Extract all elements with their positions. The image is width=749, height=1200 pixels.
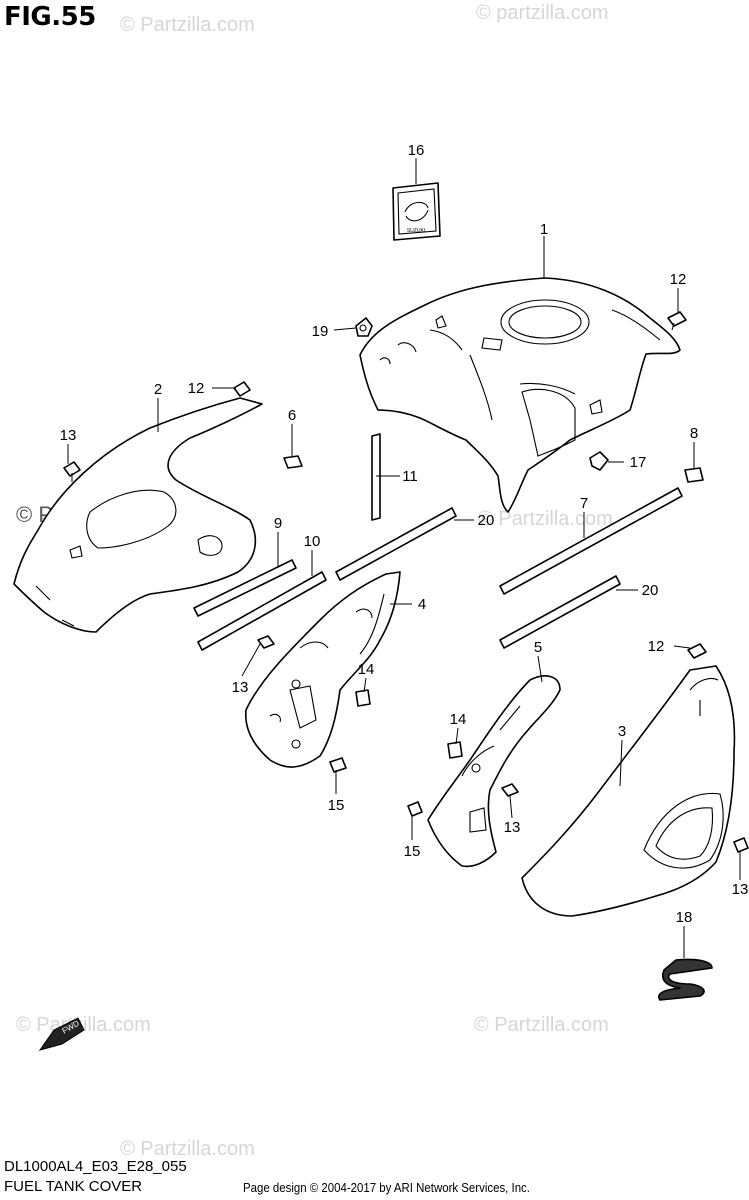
part-15-screw[interactable] <box>329 757 347 773</box>
part-9-strip[interactable] <box>193 559 297 617</box>
callout-19[interactable]: 19 <box>312 323 329 340</box>
callout-13[interactable]: 13 <box>504 819 521 836</box>
watermark: © Partzilla.com <box>16 1014 151 1036</box>
part-15-screw[interactable] <box>407 801 423 817</box>
part-8-pad[interactable] <box>684 467 704 483</box>
part-6-pad[interactable] <box>283 455 303 469</box>
part-3-right-side-cover[interactable] <box>521 665 736 917</box>
emblem-text: SUZUKI <box>407 228 425 234</box>
part-14-nut[interactable] <box>447 741 463 759</box>
part-1-tank-cover[interactable] <box>359 277 681 513</box>
copyright-notice: Page design © 2004-2017 by ARI Network S… <box>243 1180 530 1195</box>
part-12-bolt[interactable] <box>233 381 251 397</box>
callout-5[interactable]: 5 <box>534 639 542 656</box>
callout-18[interactable]: 18 <box>676 909 693 926</box>
callout-17[interactable]: 17 <box>630 454 647 471</box>
callout-12[interactable]: 12 <box>648 638 665 655</box>
callout-12[interactable]: 12 <box>670 271 687 288</box>
callout-9[interactable]: 9 <box>274 515 282 532</box>
part-7-strip[interactable] <box>499 487 683 595</box>
watermark: © Partzilla.com <box>478 508 613 530</box>
watermark: © Partzilla.com <box>120 14 255 36</box>
callout-13[interactable]: 13 <box>60 427 77 444</box>
callout-6[interactable]: 6 <box>288 407 296 424</box>
figure-name: FUEL TANK COVER <box>4 1178 143 1195</box>
callout-15[interactable]: 15 <box>404 843 421 860</box>
callout-16[interactable]: 16 <box>408 142 425 159</box>
callout-13[interactable]: 13 <box>232 679 249 696</box>
callouts: 16 1 12 19 2 12 6 13 11 8 17 9 20 7 10 4… <box>60 142 749 926</box>
part-19-clip[interactable] <box>355 317 373 337</box>
callout-20[interactable]: 20 <box>478 512 495 529</box>
fwd-arrow-icon: FWD <box>38 1017 85 1051</box>
callout-14[interactable]: 14 <box>358 661 375 678</box>
callout-2[interactable]: 2 <box>154 381 162 398</box>
callout-20[interactable]: 20 <box>642 582 659 599</box>
figure-title: FIG.55 <box>4 2 96 32</box>
part-14-nut[interactable] <box>355 689 371 707</box>
callout-1[interactable]: 1 <box>540 221 548 238</box>
callout-14[interactable]: 14 <box>450 711 467 728</box>
callout-10[interactable]: 10 <box>304 533 321 550</box>
part-17-clip[interactable] <box>589 451 609 471</box>
callout-8[interactable]: 8 <box>690 425 698 442</box>
part-5-inner-right-bracket[interactable] <box>427 675 561 868</box>
part-13-bolt[interactable] <box>501 783 519 797</box>
figure-code: DL1000AL4_E03_E28_055 <box>4 1158 187 1175</box>
callout-13[interactable]: 13 <box>732 881 749 898</box>
part-16-emblem[interactable]: SUZUKI <box>392 182 441 241</box>
part-12-bolt[interactable] <box>687 643 707 659</box>
part-11-strip[interactable] <box>371 433 381 521</box>
callout-3[interactable]: 3 <box>618 723 626 740</box>
callout-15[interactable]: 15 <box>328 797 345 814</box>
part-10-strip[interactable] <box>197 571 327 651</box>
watermark: © Partzilla.com <box>120 1138 255 1160</box>
watermark: © partzilla.com <box>476 2 609 24</box>
callout-4[interactable]: 4 <box>418 596 426 613</box>
part-13-bolt[interactable] <box>733 837 749 853</box>
callout-11[interactable]: 11 <box>402 468 418 485</box>
callout-7[interactable]: 7 <box>580 495 588 512</box>
callout-12[interactable]: 12 <box>188 380 205 397</box>
part-18-emblem[interactable] <box>658 958 713 1001</box>
part-13-bolt[interactable] <box>63 461 81 482</box>
part-20-strip[interactable] <box>499 575 621 649</box>
part-13-bolt[interactable] <box>257 635 275 649</box>
part-2-front-left-cover[interactable] <box>13 397 263 633</box>
watermark: © Partzilla.com <box>474 1014 609 1036</box>
part-20-strip[interactable] <box>335 507 457 581</box>
part-12-bolt[interactable] <box>667 311 687 331</box>
leader-lines <box>67 158 741 958</box>
part-4-inner-left-panel[interactable] <box>245 571 401 768</box>
